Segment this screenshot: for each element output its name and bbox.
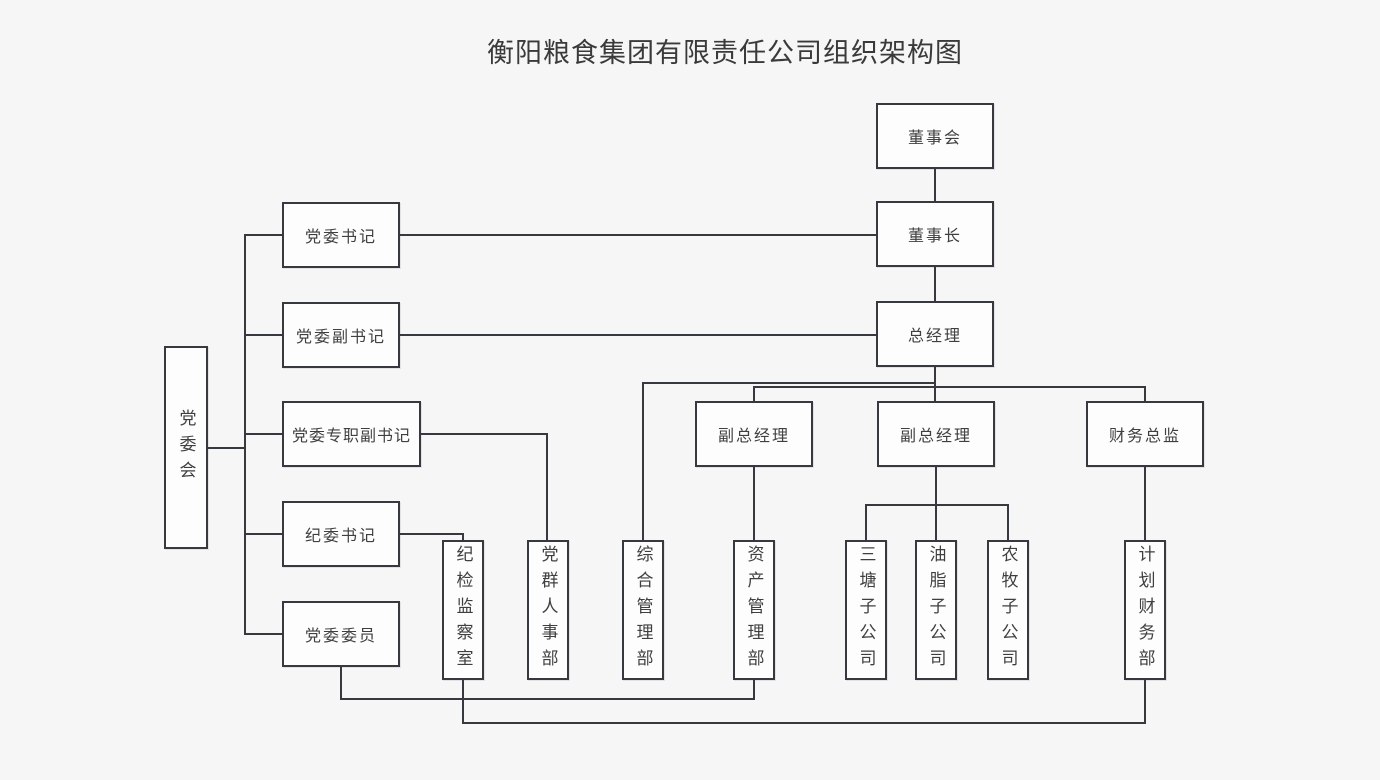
connector-party-committee-bus	[208, 447, 246, 449]
connector-party-secretary-chairman	[400, 234, 876, 236]
node-discipline-secretary: 纪委书记	[282, 501, 400, 567]
connector-drop-deputy-gm-1	[753, 386, 755, 401]
node-party-committee-member: 党委委员	[282, 601, 400, 667]
connector-asset-bottom-rise	[753, 680, 755, 700]
node-agriculture-subsidiary: 农牧子公司	[987, 540, 1029, 680]
connector-bus-deputy-gm-cfo	[753, 386, 1146, 388]
connector-chairman-gm	[934, 267, 936, 301]
connector-inspection-drop	[462, 680, 464, 724]
connector-party-member-asset-bus	[340, 698, 755, 700]
node-planning-finance-dept: 计划财务部	[1124, 540, 1166, 680]
connector-drop-agriculture	[1007, 504, 1009, 540]
connector-bus-party-secretary	[244, 234, 282, 236]
node-party-mass-hr-dept: 党群人事部	[527, 540, 569, 680]
node-asset-management-dept: 资产管理部	[733, 540, 775, 680]
node-deputy-general-manager-1: 副总经理	[695, 401, 813, 467]
node-deputy-party-secretary: 党委副书记	[282, 302, 400, 368]
node-party-committee: 党委会	[164, 346, 208, 549]
connector-deputy-gm2-drop	[935, 467, 937, 505]
connector-discipline-v	[462, 533, 464, 540]
node-party-secretary: 党委书记	[282, 202, 400, 268]
node-finance-director: 财务总监	[1086, 401, 1204, 467]
connector-discipline-h	[400, 533, 464, 535]
page-title: 衡阳粮食集团有限责任公司组织架构图	[487, 38, 963, 68]
connector-drop-oil	[935, 504, 937, 540]
connector-subsidiaries-bar	[865, 504, 1009, 506]
node-oil-subsidiary: 油脂子公司	[915, 540, 957, 680]
connector-fulltime-deputy-hr-v	[546, 433, 548, 540]
connector-gm-drop	[934, 367, 936, 401]
node-board: 董事会	[876, 103, 994, 169]
connector-party-member-drop	[340, 667, 342, 700]
connector-bus-party-member	[244, 633, 282, 635]
connector-drop-santang	[865, 504, 867, 540]
node-santang-subsidiary: 三塘子公司	[845, 540, 887, 680]
node-general-manager: 总经理	[876, 301, 994, 367]
connector-bus-discipline-secretary	[244, 533, 282, 535]
connector-drop-general-mgmt	[642, 382, 644, 540]
connector-fulltime-deputy-hr-h	[421, 433, 548, 435]
connector-cfo-planning	[1144, 467, 1146, 540]
connector-bus-deputy-party-secretary	[244, 334, 282, 336]
connector-drop-finance-director	[1144, 386, 1146, 401]
node-deputy-general-manager-2: 副总经理	[877, 401, 995, 467]
connector-deputy-party-secretary-gm	[400, 334, 876, 336]
node-discipline-inspection-office: 纪检监察室	[442, 540, 484, 680]
node-chairman: 董事长	[876, 201, 994, 267]
node-fulltime-deputy-party-secretary: 党委专职副书记	[282, 401, 421, 467]
connector-deputy-gm1-asset	[753, 467, 755, 540]
connector-planning-bottom-rise	[1144, 680, 1146, 724]
connector-bus-fulltime-deputy	[244, 433, 282, 435]
connector-board-chairman	[934, 169, 936, 201]
connector-inspection-planning-bus	[462, 722, 1146, 724]
node-general-management-dept: 综合管理部	[622, 540, 664, 680]
connector-bus-general-mgmt	[642, 382, 935, 384]
